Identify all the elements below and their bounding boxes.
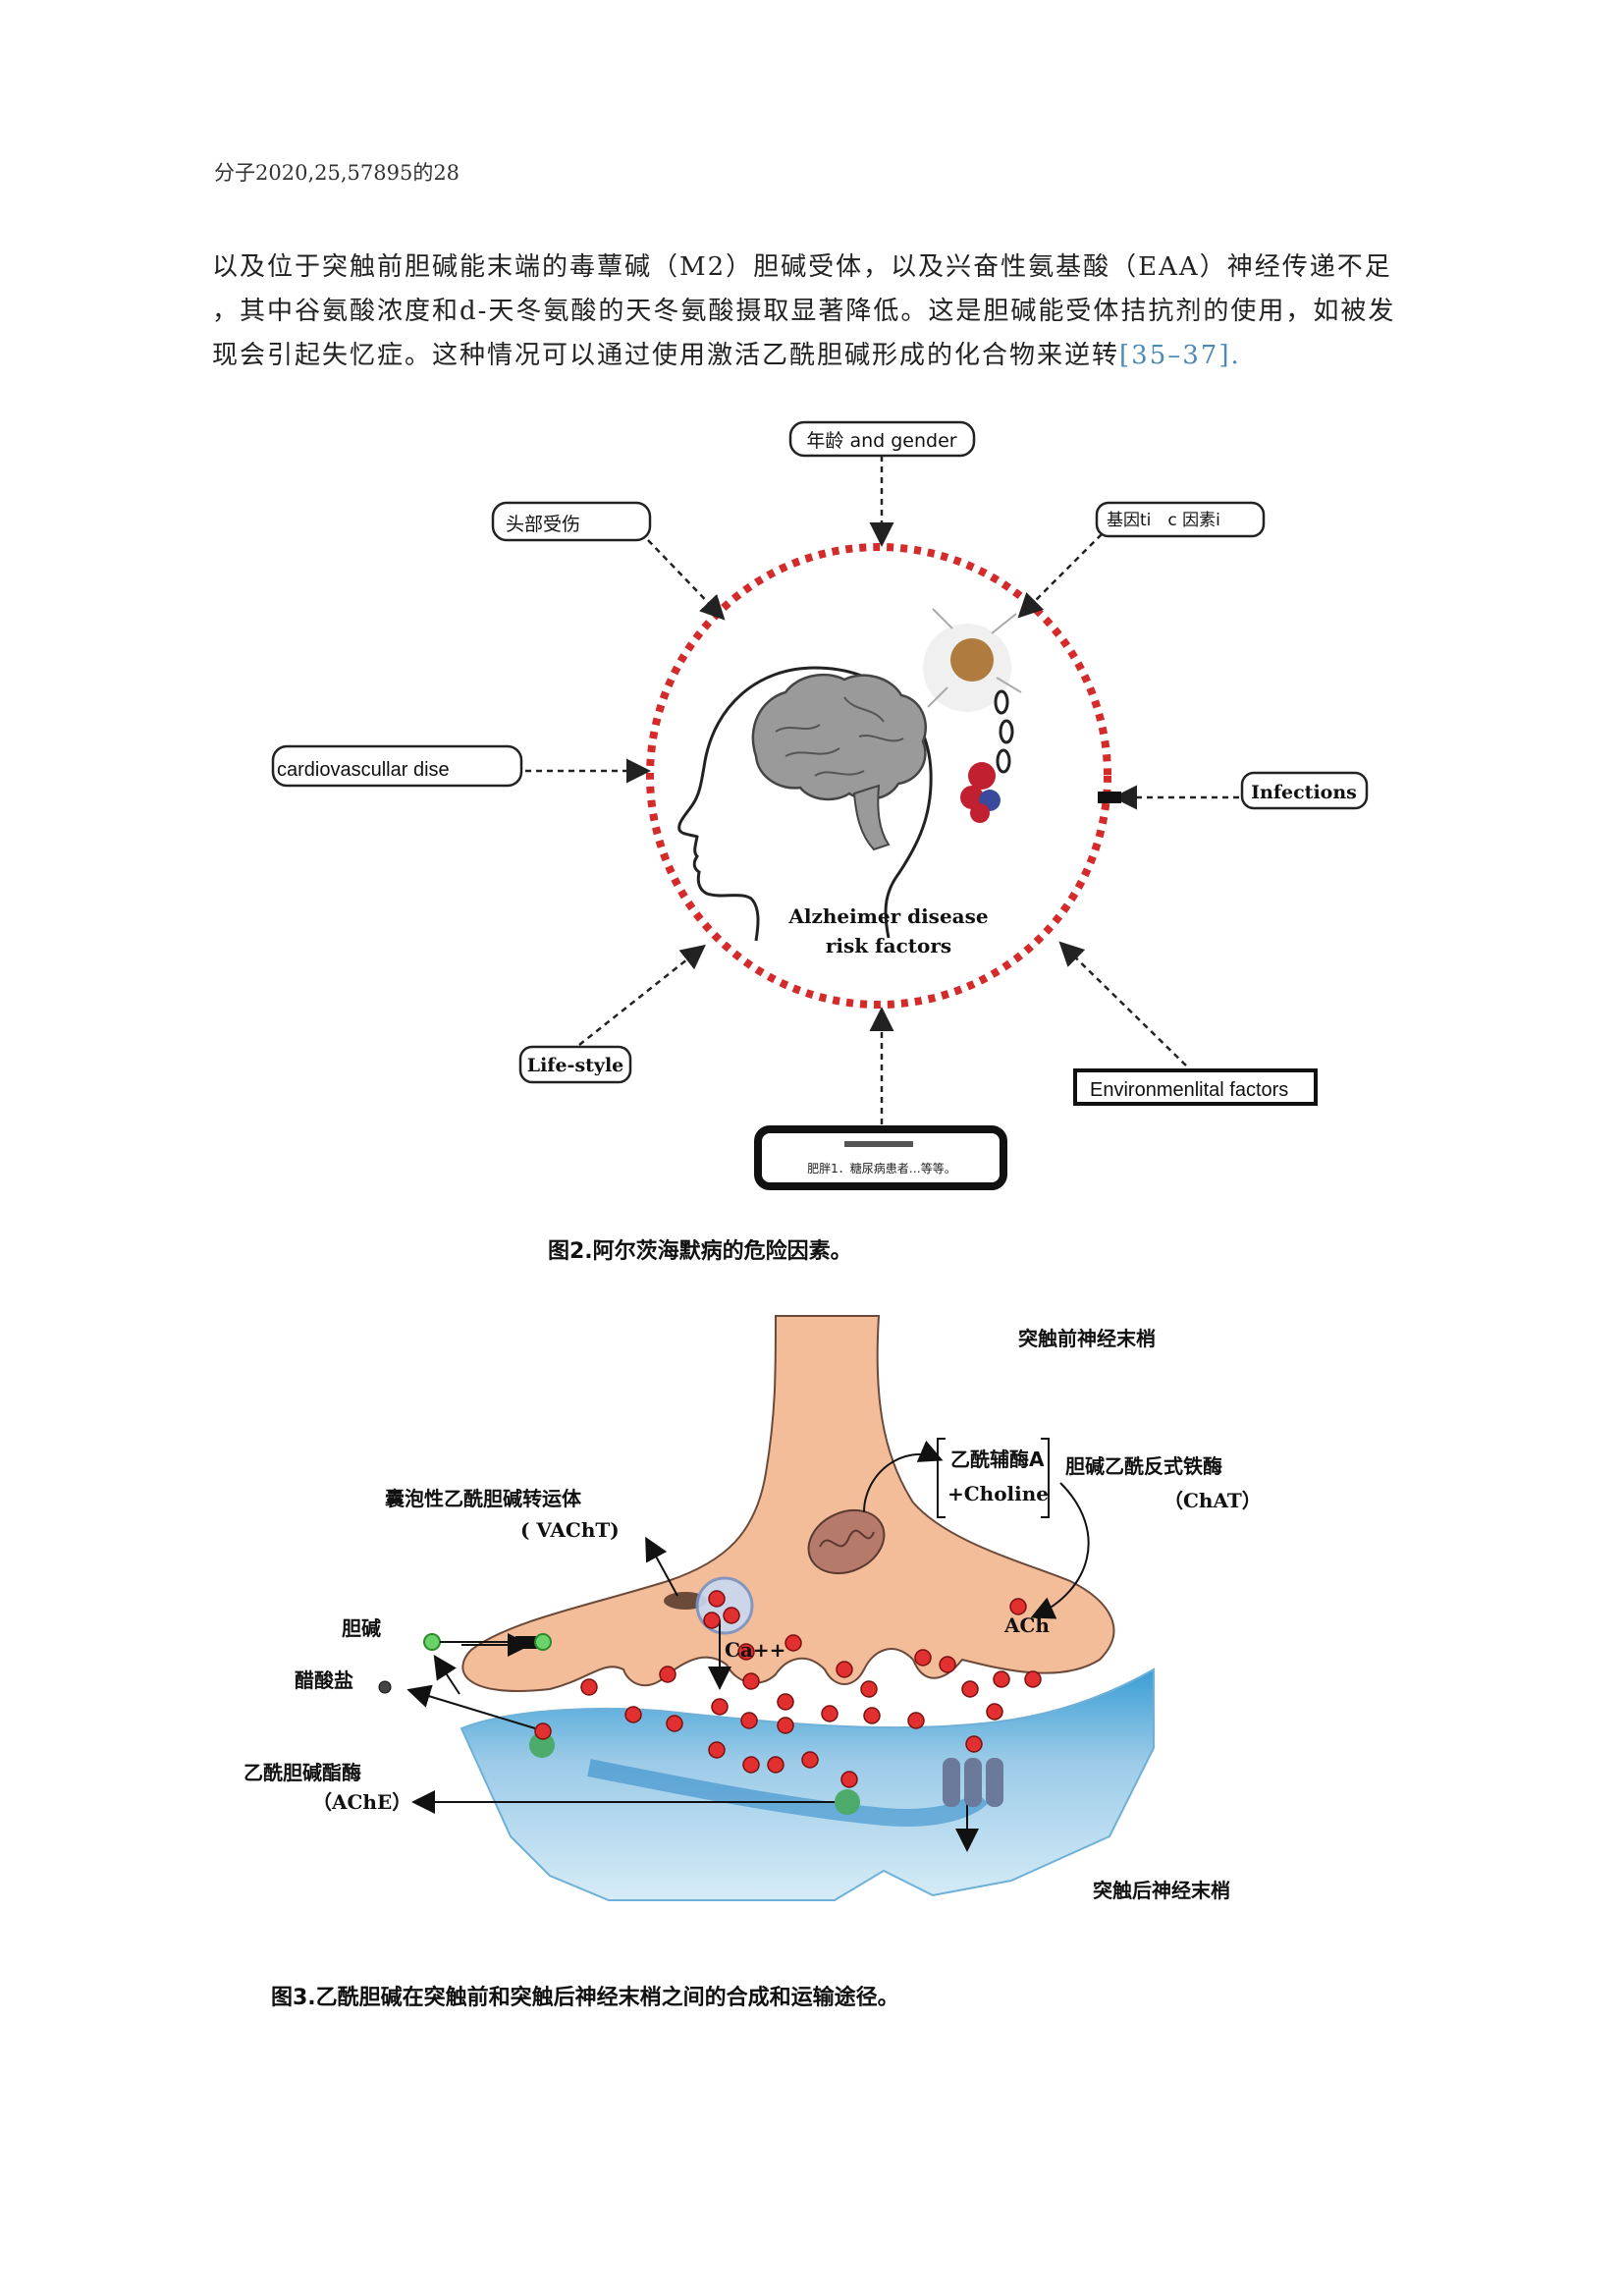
arrow-to-acetylcoa <box>863 1440 944 1513</box>
acetate-molecule-icon <box>378 1680 392 1694</box>
arrow-to-acetate <box>406 1684 536 1729</box>
factor-box-lifestyle <box>518 1045 632 1084</box>
mitochondrion-icon <box>807 1508 886 1575</box>
label-ache-abbr: （AChE） <box>312 1790 411 1814</box>
factor-diseases-line-2: 肥胖1．糖尿病患者…等等。 <box>807 1161 956 1175</box>
factor-cardiovascular: cardiovascullar dise <box>277 759 450 781</box>
factor-diseases-scribble <box>844 1141 913 1147</box>
choline-transporter-molecule <box>534 1633 552 1651</box>
body-line-3-text: 现会引起失忆症。这种情况可以通过使用激活乙酰胆碱形成的化合物来逆转 <box>212 341 1120 370</box>
body-line-3: 现会引起失忆症。这种情况可以通过使用激活乙酰胆碱形成的化合物来逆转[35–37]… <box>212 334 1430 378</box>
bracket-right <box>1041 1438 1050 1518</box>
head-silhouette-icon <box>677 666 933 942</box>
body-paragraph: 以及位于突触前胆碱能末端的毒蕈碱（M2）胆碱受体，以及兴奋性氨基酸（EAA）神经… <box>212 246 1430 378</box>
arrow-environmental <box>1058 941 1187 1066</box>
label-ach: ACh <box>1003 1613 1050 1637</box>
factor-box-infections <box>1240 771 1369 810</box>
ache-enzyme-left-icon <box>529 1732 555 1758</box>
figure-2-risk-factors-diagram: Alzheimer disease risk factors 年龄 and ge… <box>271 420 1369 1190</box>
arrow-vacht <box>645 1536 678 1597</box>
brain-icon <box>751 673 928 851</box>
citation-link[interactable]: [35–37]. <box>1119 341 1241 370</box>
label-calcium: Ca++ <box>725 1638 785 1662</box>
infections-marker <box>1098 792 1121 803</box>
presynaptic-terminal <box>461 1315 1115 1692</box>
factor-lifestyle: Life-style <box>527 1055 624 1076</box>
postsynaptic-terminal <box>460 1667 1155 1901</box>
factor-box-cardiovascular <box>271 744 523 788</box>
label-choline: 胆碱 <box>342 1616 381 1640</box>
running-head: 分子2020,25,57895的28 <box>214 161 460 185</box>
factor-box-genetic <box>1095 501 1266 538</box>
bracket-left <box>937 1438 946 1518</box>
label-choline-plus: +Choline <box>947 1482 1049 1505</box>
label-acetyl-coa: 乙酰辅酶A <box>950 1448 1045 1471</box>
center-label-line-2: risk factors <box>826 934 951 957</box>
neuron-plaque-icon <box>923 608 1022 823</box>
arrow-to-choline <box>433 1654 460 1695</box>
figure-3-caption: 图3.乙酰胆碱在突触前和突触后神经末梢之间的合成和运输途径。 <box>271 1986 899 2010</box>
label-chat-name: 胆碱乙酰反式铁酶 <box>1065 1454 1222 1478</box>
choline-transporter-icon <box>515 1636 539 1649</box>
factor-genetic: 基因ti c 因素i <box>1107 511 1220 530</box>
figure-2-caption: 图2.阿尔茨海默病的危险因素。 <box>548 1239 852 1264</box>
factor-environmental: Environmenlital factors <box>1090 1079 1288 1101</box>
arrow-genetic <box>1017 533 1103 619</box>
factor-infections: Infections <box>1251 782 1357 803</box>
label-postsynaptic: 突触后神经末梢 <box>1093 1879 1230 1902</box>
choline-molecule-icon <box>423 1633 441 1651</box>
label-chat-abbr: （ChAT） <box>1163 1489 1262 1512</box>
label-acetate: 醋酸盐 <box>295 1668 353 1692</box>
ache-enzyme-right-icon <box>835 1789 860 1815</box>
arrow-chat-to-ach <box>1030 1482 1090 1619</box>
center-label-line-1: Alzheimer disease <box>787 904 988 928</box>
body-line-1: 以及位于突触前胆碱能末端的毒蕈碱（M2）胆碱受体，以及兴奋性氨基酸（EAA）神经… <box>212 252 1392 282</box>
factor-box-head <box>491 501 652 542</box>
arrow-head <box>647 539 726 621</box>
factor-box-environmental <box>1073 1068 1318 1106</box>
factor-age-gender: 年龄 and gender <box>806 430 956 452</box>
factor-head-injury: 头部受伤 <box>506 514 580 535</box>
factor-box-diseases <box>754 1125 1007 1190</box>
label-presynaptic: 突触前神经末梢 <box>1018 1327 1156 1350</box>
label-vacht-abbr: ( VAChT) <box>520 1518 620 1542</box>
factor-arrows <box>525 456 1239 1124</box>
label-vacht-name: 囊泡性乙酰胆碱转运体 <box>384 1487 582 1510</box>
label-ache-name: 乙酰胆碱酯酶 <box>243 1761 361 1784</box>
body-line-2: ，其中谷氨酸浓度和d-天冬氨酸的天冬氨酸摄取显著降低。这是胆碱能受体拮抗剂的使用… <box>212 297 1396 326</box>
arrow-lifestyle <box>578 944 706 1046</box>
ach-molecules <box>534 1590 1042 1788</box>
postsynaptic-receptor-icon <box>943 1758 1003 1807</box>
